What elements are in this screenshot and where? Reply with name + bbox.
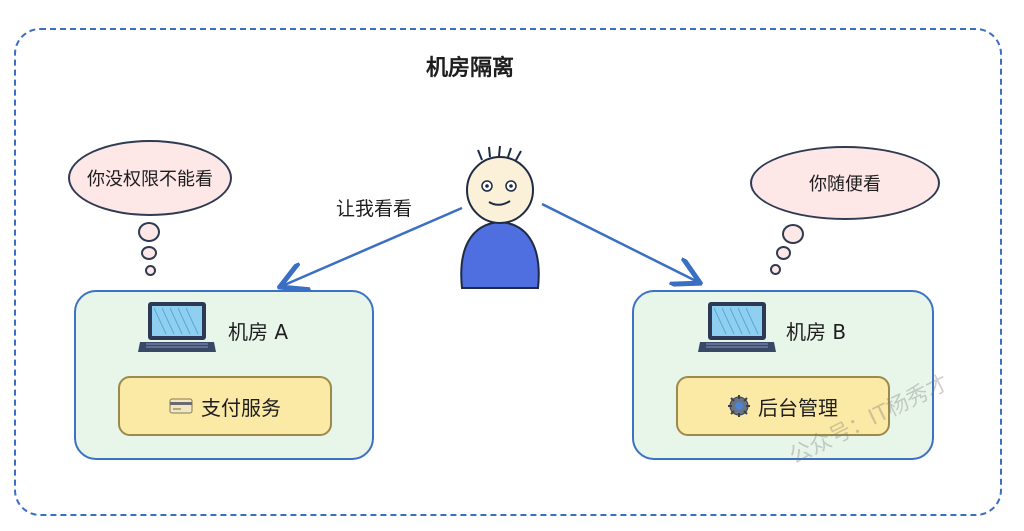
- thought-dot: [141, 246, 157, 260]
- admin-service-label: 后台管理: [758, 395, 838, 420]
- access-arrow-b: [541, 202, 698, 282]
- thought-text-b: 你随便看: [809, 174, 881, 195]
- access-arrow-a: [282, 206, 463, 286]
- laptop-icon: [698, 302, 776, 352]
- laptop-icon: [138, 302, 216, 352]
- thought-dot: [138, 222, 160, 242]
- person-icon: [460, 145, 540, 289]
- payment-service: 支付服务: [118, 376, 332, 436]
- admin-service: 后台管理: [676, 376, 890, 436]
- payment-service-label: 支付服务: [201, 395, 281, 420]
- thought-bubble-a: 你没权限不能看: [68, 140, 232, 216]
- credit-card-icon: [169, 398, 193, 414]
- diagram-title: 机房隔离: [425, 56, 514, 81]
- room-a-label: 机房 A: [228, 320, 289, 344]
- speech-label: 让我看看: [336, 198, 413, 220]
- thought-dot: [145, 265, 156, 276]
- thought-dot: [782, 224, 804, 244]
- thought-text-a: 你没权限不能看: [87, 169, 213, 190]
- gear-icon: [728, 395, 750, 417]
- isolation-boundary: [14, 28, 1002, 516]
- thought-bubble-b: 你随便看: [750, 146, 940, 220]
- room-b-label: 机房 B: [786, 320, 847, 344]
- thought-dot: [776, 246, 791, 260]
- thought-dot: [770, 264, 781, 275]
